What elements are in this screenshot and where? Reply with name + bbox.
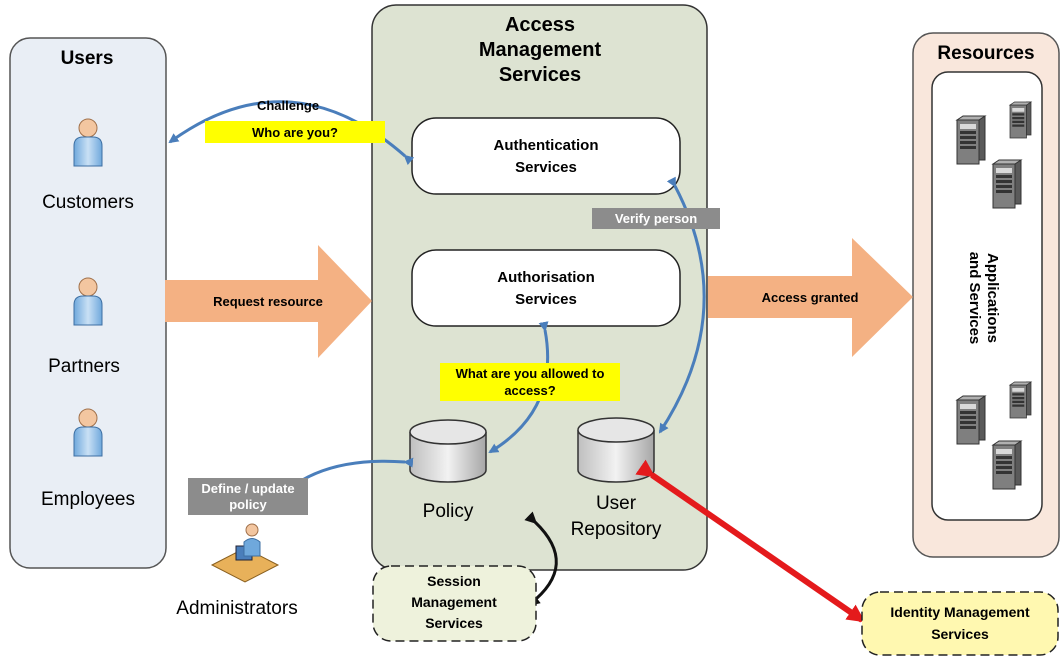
administrator-desk-icon xyxy=(210,523,280,583)
server-icon xyxy=(956,115,986,165)
session-label-line2: Management xyxy=(411,594,497,610)
authentication-label-line1: Authentication xyxy=(494,137,599,154)
what-allowed-highlight xyxy=(440,363,620,401)
what-allowed-label-line1: What are you allowed to xyxy=(456,366,605,381)
ams-title-line3: Services xyxy=(499,64,581,86)
define-policy-tag xyxy=(188,478,308,515)
user-repository-database-icon xyxy=(577,417,655,483)
applications-label-line1: Applications xyxy=(984,253,1001,343)
server-icon xyxy=(956,395,986,445)
users-title: Users xyxy=(61,48,114,69)
who-are-you-label: Who are you? xyxy=(252,125,338,140)
who-are-you-highlight xyxy=(205,121,385,143)
session-label-line3: Services xyxy=(425,615,483,631)
user-repository-label-line1: User xyxy=(596,493,637,514)
authentication-services-box xyxy=(411,117,681,195)
identity-management-box xyxy=(861,591,1059,656)
resources-title: Resources xyxy=(937,43,1034,64)
idm-label-line2: Services xyxy=(931,626,989,642)
define-policy-label-line1: Define / update xyxy=(201,481,294,496)
server-icon xyxy=(992,440,1022,490)
define-policy-label-line2: policy xyxy=(229,497,267,512)
partners-label: Partners xyxy=(48,356,120,377)
server-icon xyxy=(1009,381,1032,419)
request-resource-arrow xyxy=(165,245,372,358)
verify-person-tag xyxy=(592,208,720,229)
applications-label-line2: and Services xyxy=(966,252,983,345)
user-repository-label-line2: Repository xyxy=(571,519,662,540)
server-icon xyxy=(992,159,1022,209)
ams-title-line2: Management xyxy=(479,39,602,61)
ams-title-line1: Access xyxy=(505,14,575,36)
authorisation-label-line1: Authorisation xyxy=(497,269,595,286)
authorisation-label-line2: Services xyxy=(515,291,577,308)
idm-label-line1: Identity Management xyxy=(890,604,1030,620)
policy-database-icon xyxy=(409,419,487,483)
authentication-label-line2: Services xyxy=(515,159,577,176)
authorisation-services-box xyxy=(411,249,681,327)
request-resource-label: Request resource xyxy=(213,294,323,309)
identity-management-arrow xyxy=(635,459,866,623)
what-allowed-label-line2: access? xyxy=(504,383,555,398)
session-arrow xyxy=(524,511,558,606)
administrators-label: Administrators xyxy=(176,598,297,619)
customers-label: Customers xyxy=(42,192,134,213)
challenge-label: Challenge xyxy=(257,98,319,113)
policy-label: Policy xyxy=(423,501,474,522)
employees-label: Employees xyxy=(41,489,135,510)
server-icon xyxy=(1009,101,1032,139)
access-granted-label: Access granted xyxy=(762,290,859,305)
verify-person-label: Verify person xyxy=(615,211,697,226)
session-management-box xyxy=(372,565,537,642)
session-label-line1: Session xyxy=(427,573,481,589)
access-granted-arrow xyxy=(708,238,913,357)
